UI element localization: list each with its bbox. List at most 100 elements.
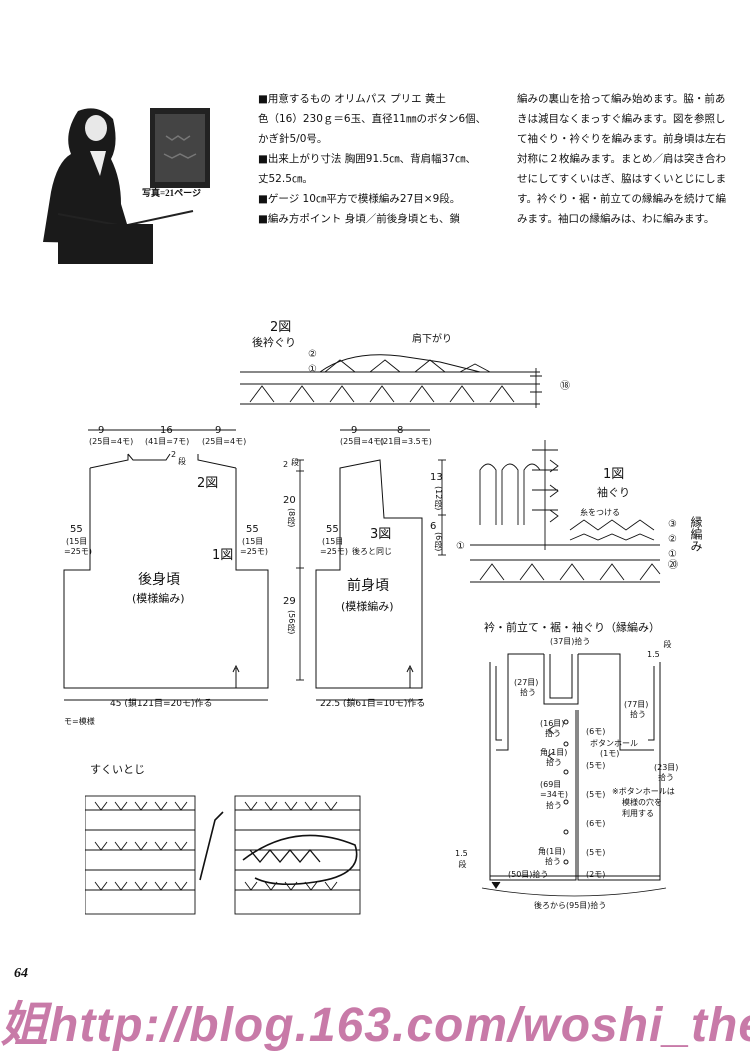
back-side-sub: =25モ)	[64, 547, 93, 556]
buttonhole-count: (5モ)	[586, 790, 606, 799]
back-side-right-sub: =25モ)	[240, 547, 269, 556]
height-neck2-sub: (6段)	[434, 532, 443, 552]
height-top-sub: 段	[291, 458, 299, 467]
height-neck: 13	[430, 472, 443, 483]
height-neck-sub: (12段)	[434, 486, 443, 511]
instruction-line: きは減目なくまっすぐ編みます。図を参照し	[517, 113, 726, 125]
diagram2-stitch18: ⑱	[560, 381, 570, 392]
back-side-right: 55	[246, 524, 259, 535]
sukui-title: すくいとじ	[90, 763, 145, 776]
diagram1-stitch1: ①	[456, 541, 465, 552]
size-line: ■出来上がり寸法 胸囲91.5㎝、背肩幅37㎝、	[258, 153, 476, 165]
materials-line: 色（16）230ｇ＝6玉、直径11㎜のボタン6個、	[258, 113, 487, 125]
buttonhole-note: ※ボタンホールは	[612, 787, 675, 796]
materials-column: ■用意するもの オリムパス プリエ 黄土 色（16）230ｇ＝6玉、直径11㎜の…	[258, 89, 508, 229]
sukui-illustration	[85, 795, 361, 915]
front-title: 前身頃	[347, 578, 389, 594]
instruction-line: す。衿ぐり・裾・前立ての縁編みを続けて編	[517, 193, 726, 205]
size-line: 丈52.5㎝。	[258, 173, 313, 185]
materials-line: かぎ針5/0号。	[258, 133, 328, 145]
model-photo-image	[43, 108, 210, 264]
front-bottom: 22.5 (鎖61目=10モ)作る	[320, 699, 426, 709]
pattern-note: モ=模様	[64, 717, 95, 726]
edging-right-neck-sub: 拾う	[630, 710, 646, 719]
diagram2-row2: ②	[308, 349, 317, 360]
edging-diagram	[481, 653, 667, 897]
photo-reference: 写真=21ページ	[142, 188, 201, 198]
edging-bottom: 後ろから(95目)拾う	[534, 901, 607, 910]
diagram2-shoulder: 肩下がり	[412, 334, 452, 345]
back-side: 55	[70, 524, 83, 535]
buttonhole-count: (6モ)	[586, 819, 606, 828]
height-dimension-lines	[296, 459, 446, 681]
back-title: 後身頃	[138, 572, 180, 588]
diagram1-stitch20: ⑳	[668, 560, 678, 571]
edging-left-neck-sub: 拾う	[520, 688, 536, 697]
front-body-diagram	[315, 429, 430, 701]
edging-corner2-sub: 拾う	[545, 857, 561, 866]
diagram1-row2: ②	[668, 534, 677, 545]
model-photo	[38, 96, 213, 271]
buttonhole-label: ボタンホール	[590, 739, 638, 748]
edging-pick69-sub: 拾う	[546, 801, 562, 810]
back-body-diagram	[63, 429, 269, 701]
back-top-mid-sub: (41目=7モ)	[145, 437, 190, 446]
height-neck2: 6	[430, 521, 437, 532]
edging-right-neck: (77目)	[624, 700, 649, 709]
edging-height-right: 1.5	[647, 650, 660, 659]
front-fig3: 3図	[370, 527, 392, 542]
instruction-line: 対称に２枚編みます。まとめ／肩は突き合わ	[517, 153, 726, 165]
edging-pick69: (69目	[540, 780, 562, 789]
diagram1-title: 1図	[603, 467, 625, 482]
edging-pick69-sub: =34モ)	[540, 790, 569, 799]
buttonhole-count: (1モ)	[600, 749, 620, 758]
diagram1-row3: ③	[668, 519, 677, 530]
back-fig2: 2図	[197, 476, 219, 491]
diagram1-thread: 糸をつける	[580, 508, 620, 517]
page-number: 64	[14, 966, 28, 981]
buttonhole-count: (5モ)	[586, 848, 606, 857]
front-side-sub: =25モ)	[320, 547, 349, 556]
back-top-right-sub: (25目=4モ)	[202, 437, 247, 446]
diagram1-edging: 縁編み	[689, 516, 703, 552]
diagram2-stitch-chart	[240, 354, 542, 408]
height-body: 29	[283, 596, 296, 607]
edging-height-left-sub: 段	[458, 860, 467, 868]
diagram2-title: 2図	[270, 320, 292, 335]
diagram1-stitch-chart	[470, 440, 661, 583]
edging-neck-pick: (37目)拾う	[550, 637, 591, 646]
back-neck: 2	[171, 450, 177, 459]
instruction-line: て袖ぐり・衿ぐりを編みます。前身頃は左右	[517, 133, 726, 145]
front-pattern: (模様編み)	[341, 600, 394, 613]
edging-corner1-sub: 拾う	[546, 758, 562, 767]
edging-right-sleeve-sub: 拾う	[658, 773, 674, 782]
back-fig1: 1図	[212, 548, 234, 563]
edging-corner2: 角(1目)	[538, 847, 566, 856]
back-side-right-sub: (15目	[242, 537, 264, 546]
instruction-line: せにしてすくいはぎ、脇はすくいとじにしま	[517, 173, 727, 185]
buttonhole-count: (6モ)	[586, 727, 606, 736]
gauge-line: ■ゲージ 10㎝平方で模様編み27目×9段。	[258, 193, 461, 205]
front-same-as-back: 後ろと同じ	[352, 547, 392, 556]
height-top: 2	[283, 460, 289, 469]
buttonhole-count: (5モ)	[586, 761, 606, 770]
edging-title: 衿・前立て・裾・袖ぐり（縁編み）	[484, 621, 660, 634]
back-top-left-sub: (25目=4モ)	[89, 437, 134, 446]
height-arm-sub: (8段)	[287, 508, 296, 528]
edging-pick50: (50目)拾う	[508, 870, 549, 879]
instruction-line: みます。袖口の縁編みは、わに編みます。	[517, 213, 715, 225]
buttonhole-count: (2モ)	[586, 870, 606, 879]
back-side-sub: (15目	[66, 537, 88, 546]
edging-height-right-sub: 段	[663, 640, 672, 648]
front-top-right-sub: (21目=3.5モ)	[380, 437, 432, 446]
height-arm: 20	[283, 495, 296, 506]
back-bottom: 45 (鎖121目=20モ)作る	[110, 699, 213, 709]
back-neck-sub: 段	[178, 457, 186, 466]
diagram2-subtitle: 後衿ぐり	[252, 336, 296, 349]
diagram1-subtitle: 袖ぐり	[597, 486, 630, 499]
front-top-left-sub: (25目=4モ)	[340, 437, 385, 446]
buttonhole-note: 模様の穴を	[622, 798, 662, 807]
instruction-line: 編みの裏山を拾って編み始めます。脇・前あ	[517, 93, 726, 105]
edging-height-left: 1.5	[455, 849, 468, 858]
front-side: 55	[326, 524, 339, 535]
